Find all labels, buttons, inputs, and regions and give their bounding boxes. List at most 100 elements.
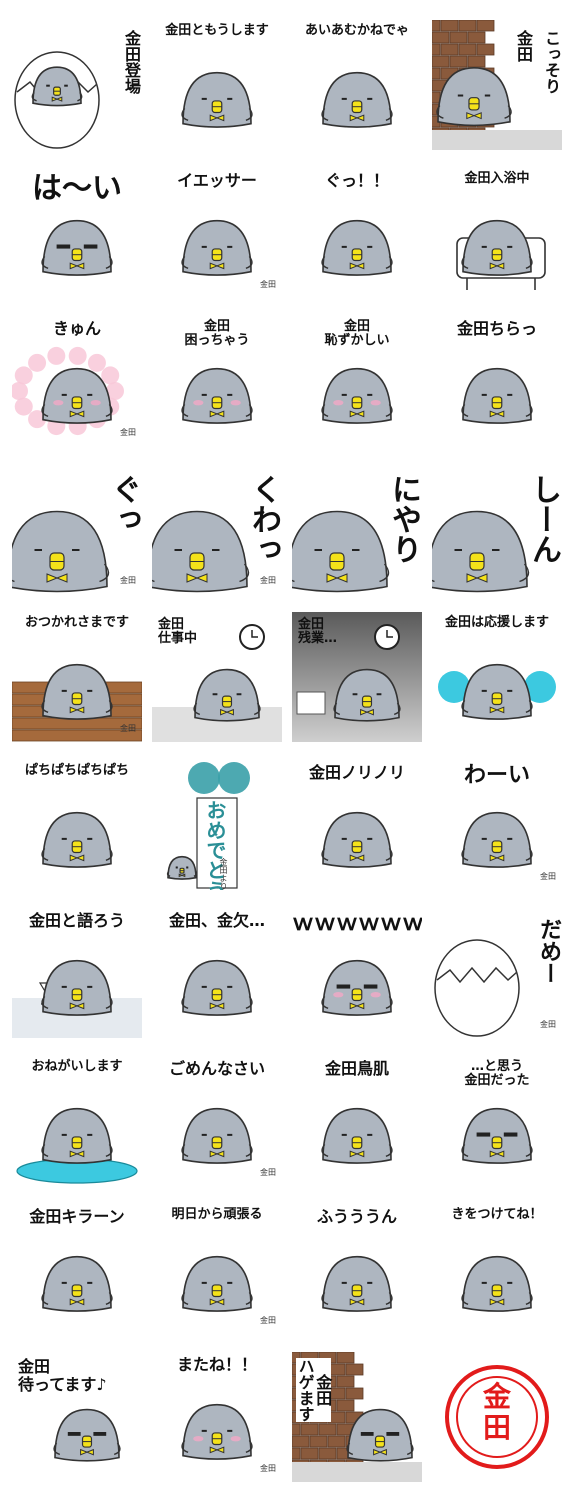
sticker-stamp[interactable]: 金 田 xyxy=(432,1352,562,1482)
name-tag: 金田 xyxy=(540,1020,556,1029)
sticker-caption: 金田 待ってます♪ xyxy=(18,1357,107,1394)
sticker-bye[interactable]: またね！！ 金田 xyxy=(152,1352,282,1482)
sticker-caption: は〜い xyxy=(32,171,122,206)
sticker-overtime[interactable]: 金田 残業… xyxy=(292,612,422,742)
sticker-caption: 金田と語ろう xyxy=(28,911,125,930)
sticker-please[interactable]: おねがいします xyxy=(12,1056,142,1186)
kaneda-bird xyxy=(41,959,113,1016)
name-tag: 金田 xyxy=(260,280,276,289)
kaneda-bird xyxy=(461,1255,533,1312)
sticker-goose[interactable]: 金田鳥肌 xyxy=(292,1056,422,1186)
sticker-caption: 金田鳥肌 xyxy=(324,1059,389,1078)
sticker-subcaption: 金田 xyxy=(514,30,533,62)
kaneda-bird xyxy=(181,959,253,1016)
name-tag: 金田 xyxy=(120,428,136,437)
sticker-caption: またね！！ xyxy=(176,1355,257,1374)
kaneda-bird xyxy=(321,219,393,276)
sticker-glance[interactable]: 金田ちらっ xyxy=(432,316,562,446)
kaneda-bird xyxy=(321,1255,393,1312)
kaneda-bird xyxy=(41,663,113,720)
sticker-caption: あいあむかねでゃ xyxy=(304,23,409,38)
sticker-silent[interactable]: しーん xyxy=(432,464,562,594)
sticker-sparkle[interactable]: 金田キラーン xyxy=(12,1204,142,1334)
sticker-side[interactable]: あいあむかねでゃ xyxy=(292,20,422,150)
sticker-trouble[interactable]: 金田 困っちゃう xyxy=(152,316,282,446)
sticker-caption: わーい xyxy=(463,763,530,788)
sticker-closeup[interactable]: ぐっ金田 xyxy=(12,464,142,594)
sticker-laugh[interactable]: ｗｗｗｗｗｗ xyxy=(292,908,422,1038)
sticker-jump[interactable]: わーい金田 xyxy=(432,760,562,890)
kaneda-bird xyxy=(193,668,261,722)
sticker-caption: 金田は応援します xyxy=(444,615,549,630)
kaneda-bird xyxy=(53,1408,121,1462)
sticker-caption: 金田 仕事中 xyxy=(158,617,198,647)
sticker-caption: 金田キラーン xyxy=(29,1207,125,1226)
sticker-cheer[interactable]: 金田は応援します xyxy=(432,612,562,742)
sticker-caption: ぱちぱちぱちぱち xyxy=(24,763,129,778)
sticker-caption: 金田、金欠… xyxy=(168,911,265,930)
sticker-background xyxy=(445,1365,549,1469)
sticker-tired[interactable]: おつかれさまです金田 xyxy=(12,612,142,742)
sticker-sigh[interactable]: ふうううん xyxy=(292,1204,422,1334)
sticker-dance[interactable]: 金田ノリノリ xyxy=(292,760,422,890)
sticker-hatch[interactable]: 金田登場 xyxy=(12,20,142,150)
kaneda-bird xyxy=(152,510,250,593)
sticker-blush[interactable]: きゅん金田 xyxy=(12,316,142,446)
sticker-work[interactable]: 金田 仕事中 xyxy=(152,612,282,742)
sticker-clap[interactable]: ぱちぱちぱちぱち xyxy=(12,760,142,890)
sticker-caption: こっそり xyxy=(542,30,561,94)
sticker-glasses[interactable]: …と思う 金田だった xyxy=(432,1056,562,1186)
sticker-caption: ふうううん xyxy=(316,1207,397,1226)
sticker-lazy[interactable]: 明日から頑張る金田 xyxy=(152,1204,282,1334)
name-tag: 金田 xyxy=(260,1316,276,1325)
sticker-bow[interactable]: 金田ともうします xyxy=(152,20,282,150)
sticker-caption: くわっ xyxy=(246,474,281,564)
sticker-caption: きゅん xyxy=(52,319,101,338)
sticker-talk[interactable]: 金田と語ろう xyxy=(12,908,142,1038)
kaneda-bird xyxy=(41,367,113,424)
sticker-caption: 明日から頑張る xyxy=(171,1207,263,1222)
sticker-background xyxy=(438,671,556,703)
sticker-bath[interactable]: 金田入浴中 xyxy=(432,168,562,298)
kaneda-bird xyxy=(181,1403,253,1460)
sticker-caption: おねがいします xyxy=(31,1059,123,1074)
sticker-congrats[interactable]: おめでとう金田より xyxy=(152,760,282,890)
kaneda-bird xyxy=(181,367,253,424)
sticker-caption: 金田 困っちゃう xyxy=(184,319,250,349)
name-tag: 金田 xyxy=(260,1464,276,1473)
sticker-caption: おつかれさまです xyxy=(24,615,129,630)
sticker-wait[interactable]: 金田 待ってます♪ xyxy=(12,1352,142,1482)
kaneda-bird xyxy=(41,219,113,276)
kaneda-bird xyxy=(346,1408,414,1462)
sticker-caption: にやり xyxy=(386,474,421,564)
kaneda-bird xyxy=(292,510,390,593)
name-tag: 金田 xyxy=(260,1168,276,1177)
kaneda-bird xyxy=(461,367,533,424)
sticker-caption: ぐっ！！ xyxy=(324,171,389,190)
sticker-wave[interactable]: きをつけてね！ xyxy=(432,1204,562,1334)
sticker-salute[interactable]: イエッサー金田 xyxy=(152,168,282,298)
kaneda-bird xyxy=(461,1107,533,1164)
kaneda-bird xyxy=(436,66,512,127)
sticker-caption: 金田 ハゲます xyxy=(295,1358,333,1422)
sticker-caption: 金田入浴中 xyxy=(464,171,530,186)
sticker-fist[interactable]: ぐっ！！ xyxy=(292,168,422,298)
sticker-brows[interactable]: は〜い xyxy=(12,168,142,298)
kaneda-bird xyxy=(432,510,530,593)
name-tag: 金田 xyxy=(120,724,136,733)
sticker-smirk[interactable]: にやり xyxy=(292,464,422,594)
kaneda-bird xyxy=(41,1255,113,1312)
sticker-peek[interactable]: こっそり金田 xyxy=(432,20,562,150)
sticker-shy[interactable]: 金田 恥ずかしい xyxy=(292,316,422,446)
kaneda-bird xyxy=(321,367,393,424)
sticker-shock[interactable]: くわっ金田 xyxy=(152,464,282,594)
kaneda-bird xyxy=(461,811,533,868)
kaneda-bird xyxy=(31,66,83,107)
sticker-nope[interactable]: だめー金田 xyxy=(432,908,562,1038)
sticker-caption: 金田ノリノリ xyxy=(308,763,405,782)
sticker-broke[interactable]: 金田、金欠… xyxy=(152,908,282,1038)
sticker-bald[interactable]: 金田 ハゲます xyxy=(292,1352,422,1482)
kaneda-bird xyxy=(181,71,253,128)
kaneda-bird xyxy=(12,510,110,593)
sticker-sorry[interactable]: ごめんなさい金田 xyxy=(152,1056,282,1186)
